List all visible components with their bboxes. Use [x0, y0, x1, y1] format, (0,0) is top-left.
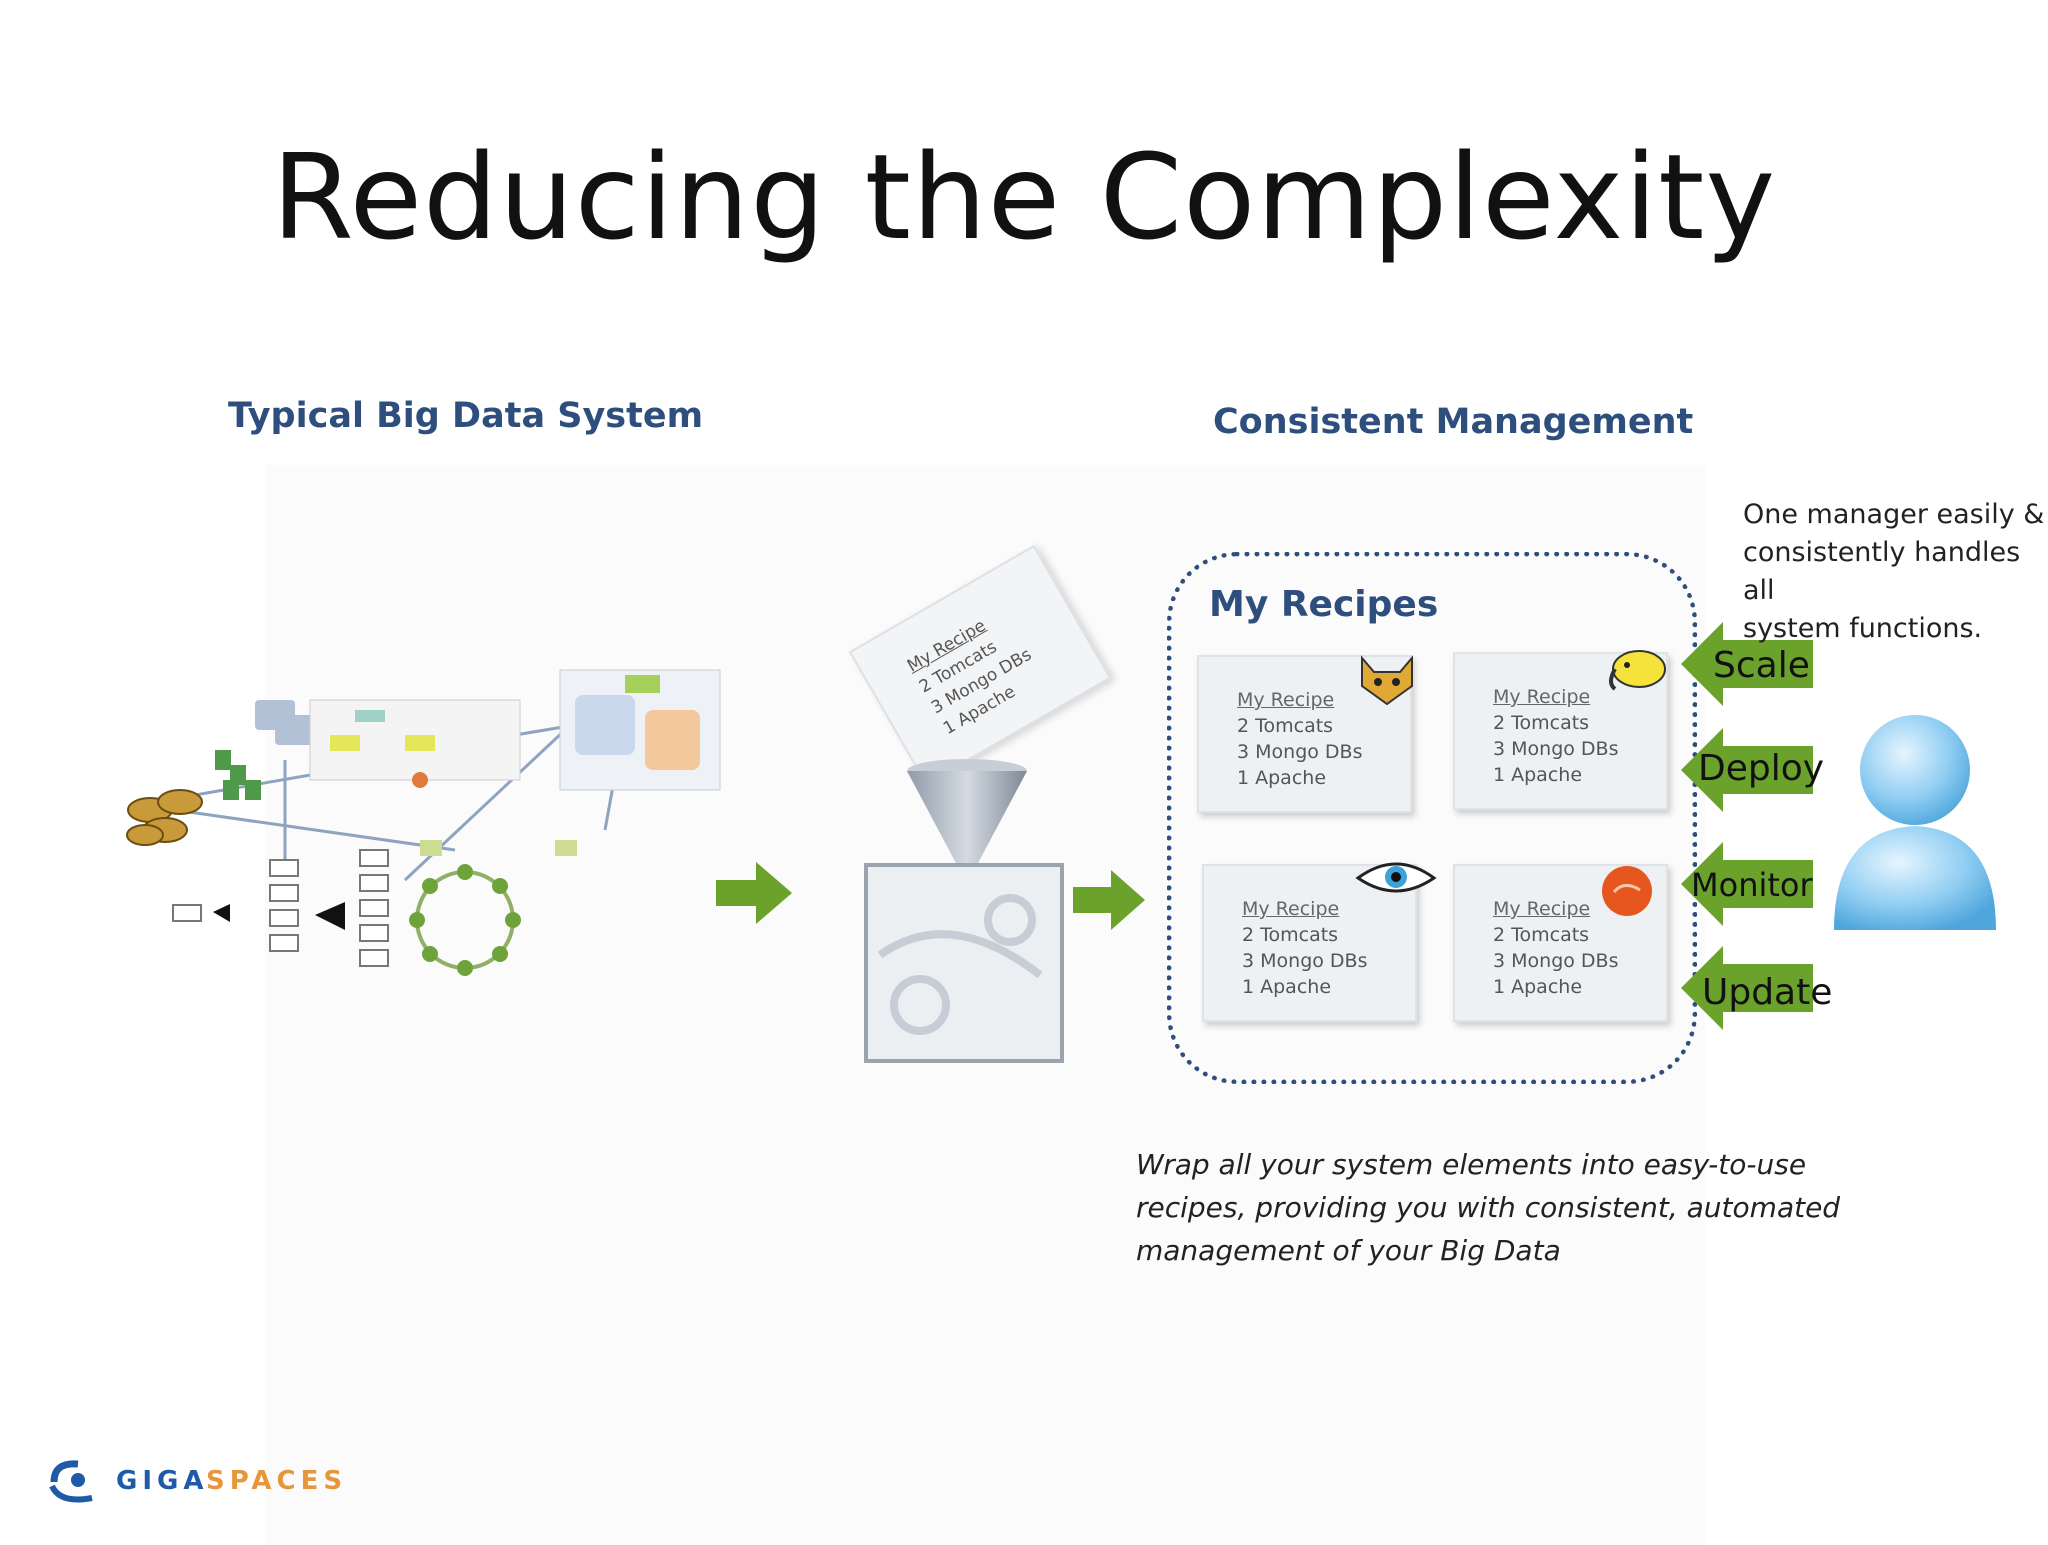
- action-deploy: Deploy: [1698, 748, 1825, 789]
- recipe-card-line: 1 Apache: [1493, 976, 1583, 998]
- right-section-heading: Consistent Management: [1213, 402, 1694, 442]
- left-section-heading: Typical Big Data System: [228, 396, 704, 436]
- recipe-card-line: 2 Tomcats: [1237, 715, 1334, 737]
- arrow-left-icon: [1681, 622, 1813, 706]
- arrow-right-icon: [716, 862, 792, 924]
- gigaspaces-logo: GIGA SPACES: [48, 1456, 348, 1508]
- recipe-card-line: 3 Mongo DBs: [1242, 950, 1368, 972]
- logo-swirl-icon: [49, 1460, 93, 1503]
- recipe-card-line: 1 Apache: [1493, 764, 1583, 786]
- complex-system-diagram: [126, 669, 721, 976]
- user-avatar-icon: [1834, 715, 1996, 930]
- manager-note: One manager easily & consistently handle…: [1743, 496, 2048, 648]
- action-update: Update: [1702, 972, 1833, 1013]
- manager-note-line: One manager easily &: [1743, 499, 2045, 530]
- caption: Wrap all your system elements into easy-…: [1136, 1143, 1840, 1272]
- action-scale: Scale: [1713, 645, 1810, 686]
- recipe-card-title: My Recipe: [1242, 898, 1340, 920]
- recipes-heading: My Recipes: [1209, 584, 1439, 625]
- recipe-card-title: My Recipe: [1237, 689, 1335, 711]
- caption-line: Wrap all your system elements into easy-…: [1136, 1148, 1807, 1181]
- recipe-card-line: 1 Apache: [1242, 976, 1332, 998]
- tomcat-icon: [1361, 655, 1413, 706]
- recipe-card-line: 3 Mongo DBs: [1493, 738, 1619, 760]
- orange-sphere-icon: [1602, 866, 1652, 916]
- logo-text-giga: GIGA: [116, 1466, 209, 1496]
- caption-line: management of your Big Data: [1136, 1234, 1561, 1267]
- logo-text-spaces: SPACES: [206, 1466, 348, 1496]
- arrow-left-icon: [1681, 946, 1813, 1030]
- recipe-card-line: 2 Tomcats: [1493, 712, 1590, 734]
- recipes-container: [1167, 552, 1697, 1084]
- recipe-card-line: 3 Mongo DBs: [1493, 950, 1619, 972]
- hive-icon: [126, 789, 203, 846]
- arrow-left-icon: [1681, 842, 1813, 926]
- eye-icon: [1355, 862, 1437, 893]
- recipe-card-line: 3 Mongo DBs: [1237, 741, 1363, 763]
- recipe-card-title: My Recipe: [1493, 686, 1591, 708]
- slide-title: Reducing the Complexity: [271, 128, 1777, 266]
- arrow-left-icon: [1681, 728, 1813, 812]
- funnel-machine-icon: [864, 759, 1064, 1063]
- caption-line: recipes, providing you with consistent, …: [1136, 1191, 1841, 1224]
- manager-note-line: system functions.: [1743, 613, 1983, 644]
- action-monitor: Monitor: [1691, 866, 1813, 904]
- recipe-card-line: 2 Tomcats: [1242, 924, 1339, 946]
- recipe-card-line: 1 Apache: [1237, 767, 1327, 789]
- hadoop-elephant-icon: [1609, 650, 1666, 691]
- manager-note-line: consistently handles all: [1743, 537, 2021, 606]
- recipe-card-line: 2 Tomcats: [1493, 924, 1590, 946]
- arrow-right-icon: [1073, 870, 1145, 930]
- recipe-card-title: My Recipe: [1493, 898, 1591, 920]
